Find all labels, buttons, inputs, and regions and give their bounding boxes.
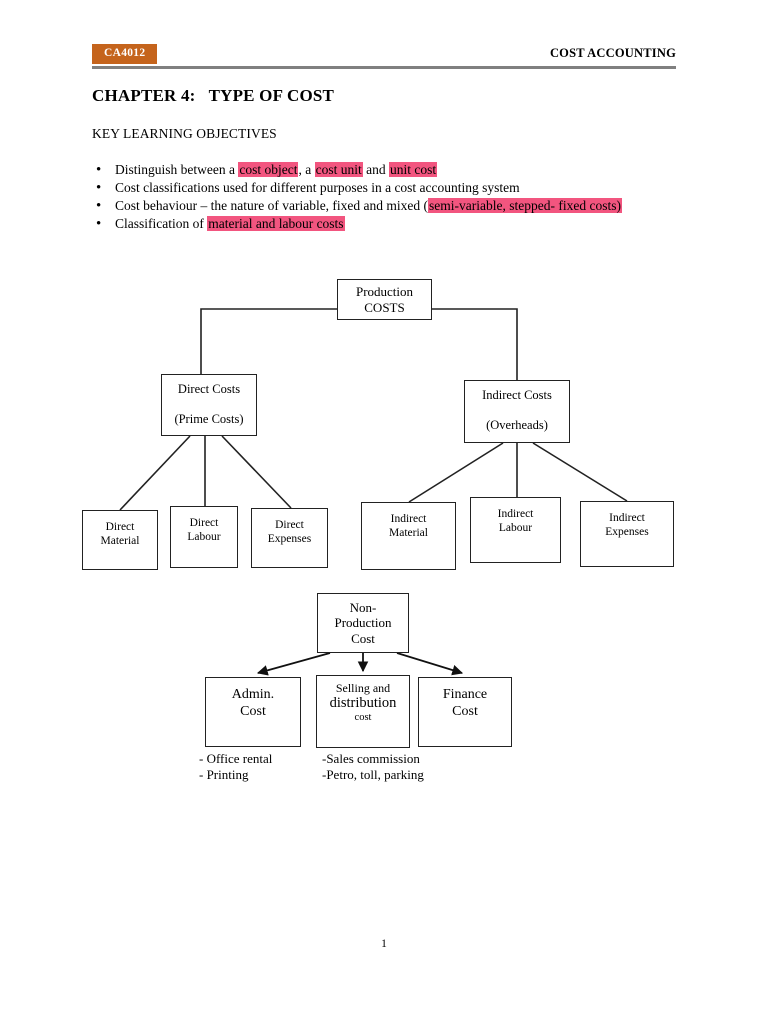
highlighted-text: semi-variable, stepped- fixed costs) (428, 198, 622, 213)
edge-indirect-to-material (408, 442, 504, 503)
note-selling-cost-examples: -Sales commission -Petro, toll, parking (322, 751, 424, 782)
node-line: Admin. (231, 687, 275, 702)
node-line: Indirect (609, 512, 645, 524)
plain-text: Classification of (115, 216, 208, 231)
node-line: Production (355, 284, 414, 300)
highlighted-text: unit cost (388, 162, 438, 177)
edge-production-to-indirect (432, 308, 518, 380)
node-line: Selling and (335, 681, 391, 695)
header-divider (92, 66, 676, 69)
edge-nonprod-to-finance (396, 652, 464, 676)
edge-direct-to-expenses (221, 435, 292, 509)
edge-nonprod-to-admin (256, 652, 331, 676)
list-item: • Cost behaviour – the nature of variabl… (92, 197, 682, 215)
node-line: Labour (187, 530, 221, 543)
node-line: Direct (275, 519, 304, 531)
node-production-costs: Production COSTS (337, 279, 432, 320)
objective-4-text: Classification of material and labour co… (115, 215, 682, 233)
node-line: distribution (329, 695, 397, 712)
edge-indirect-to-expenses (532, 442, 628, 502)
node-indirect-labour: Indirect Labour (470, 497, 561, 563)
objective-1-text: Distinguish between a cost object, a cos… (115, 161, 682, 179)
node-line: Material (389, 526, 428, 539)
node-line: Indirect Costs (482, 388, 552, 402)
node-finance-cost: Finance Cost (418, 677, 512, 747)
plain-text: Cost classifications used for different … (115, 180, 520, 195)
edge-production-to-direct (200, 308, 337, 374)
node-indirect-costs: Indirect Costs (Overheads) (464, 380, 570, 443)
objective-2-text: Cost classifications used for different … (115, 179, 682, 197)
node-line: cost (354, 712, 372, 724)
node-indirect-material: Indirect Material (361, 502, 456, 570)
objectives-list: • Distinguish between a cost object, a c… (92, 161, 682, 233)
node-line: Indirect (390, 513, 427, 525)
node-line: Cost (240, 703, 266, 719)
bullet-marker-icon: • (96, 198, 102, 214)
node-direct-expenses: Direct Expenses (251, 508, 328, 568)
highlighted-text: cost unit (314, 162, 363, 177)
plain-text: Cost behaviour – the nature of variable,… (115, 198, 429, 213)
node-line: Material (100, 534, 140, 547)
node-line: Expenses (267, 532, 312, 545)
node-direct-material: Direct Material (82, 510, 158, 570)
plain-text: Distinguish between a (115, 162, 239, 177)
edge-direct-to-material (119, 435, 191, 511)
objectives-heading: KEY LEARNING OBJECTIVES (92, 126, 277, 141)
node-non-production-cost: Non- Production Cost (317, 593, 409, 653)
node-line: Finance (442, 687, 488, 702)
node-line: Direct (189, 517, 219, 529)
node-indirect-expenses: Indirect Expenses (580, 501, 674, 567)
node-line: Indirect (497, 508, 534, 520)
page-title: CHAPTER 4: TYPE OF COST (92, 86, 335, 105)
node-line: Direct Costs (177, 382, 241, 396)
course-code-badge: CA4012 (92, 44, 158, 64)
node-line: Non- (349, 600, 377, 615)
node-line: Cost (452, 703, 478, 719)
page-header: CA4012 COST ACCOUNTING (92, 44, 676, 70)
node-line: Expenses (605, 525, 649, 538)
list-item: • Classification of material and labour … (92, 215, 682, 233)
plain-text: , a (298, 162, 315, 177)
plain-text: and (362, 162, 389, 177)
node-line: (Prime Costs) (174, 411, 244, 426)
page-number: 1 (381, 938, 387, 950)
objective-3-text: Cost behaviour – the nature of variable,… (115, 197, 699, 215)
node-line: (Overheads) (486, 417, 548, 432)
node-direct-costs: Direct Costs (Prime Costs) (161, 374, 257, 436)
node-line: Direct (105, 521, 135, 533)
bullet-marker-icon: • (96, 180, 102, 196)
node-line: COSTS (364, 299, 405, 315)
bullet-marker-icon: • (96, 162, 102, 178)
bullet-marker-icon: • (96, 216, 102, 232)
node-line: Production (334, 615, 392, 631)
header-subject-title: COST ACCOUNTING (549, 46, 676, 60)
node-admin-cost: Admin. Cost (205, 677, 301, 747)
node-line: Labour (498, 521, 533, 534)
highlighted-text: material and labour costs (207, 216, 345, 231)
highlighted-text: cost object (238, 162, 299, 177)
node-selling-distribution-cost: Selling and distribution cost (316, 675, 410, 748)
node-line: Cost (351, 630, 375, 646)
list-item: • Distinguish between a cost object, a c… (92, 161, 682, 179)
note-admin-cost-examples: - Office rental - Printing (199, 751, 273, 782)
list-item: • Cost classifications used for differen… (92, 179, 682, 197)
node-direct-labour: Direct Labour (170, 506, 238, 568)
